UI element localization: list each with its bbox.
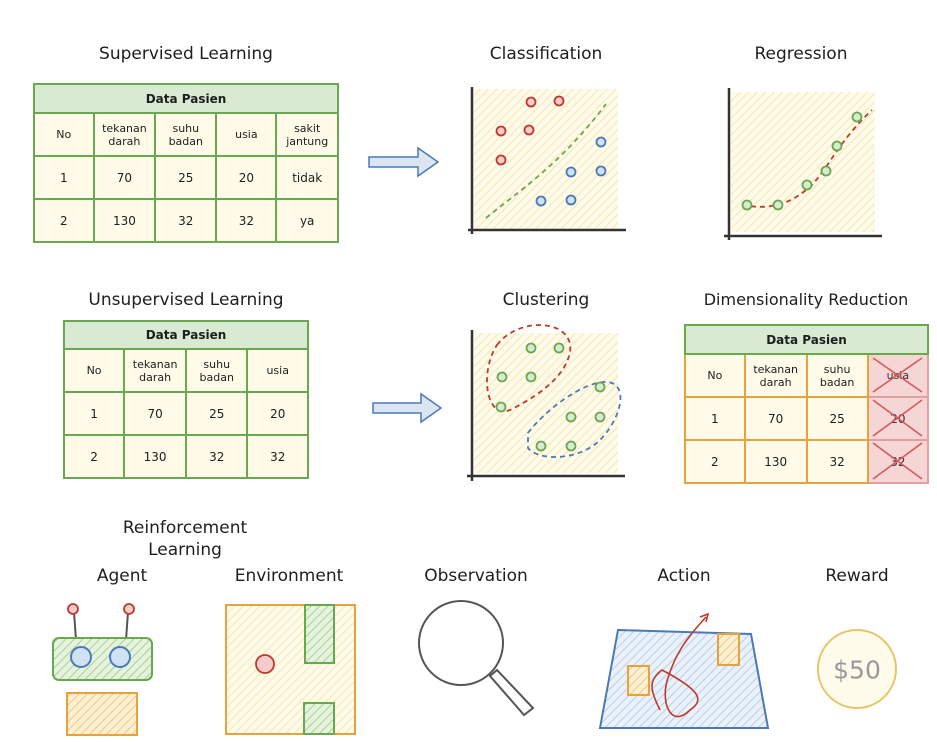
table-header-removed: usia	[866, 353, 930, 398]
reward-value: $50	[833, 655, 881, 685]
table-cell: 32	[215, 198, 278, 243]
table-row: 1 70 25 20 tidak	[33, 155, 339, 200]
label-reward: Reward	[825, 566, 889, 586]
table-header: sakit jantung	[275, 112, 339, 157]
table-supervised: Data Pasien No tekanan darah suhu badan …	[33, 83, 339, 243]
table-title: Data Pasien	[33, 83, 339, 114]
table-dimensionality-reduction: Data Pasien No tekanan darah suhu badan …	[684, 324, 930, 484]
table-header: No	[62, 348, 126, 393]
title-reinforcement-learning: Reinforcement Learning	[122, 518, 248, 560]
table-cell: 32	[185, 434, 249, 479]
table-cell: 32	[805, 439, 869, 484]
table-cell: 32	[154, 198, 218, 243]
table-header: tekanan darah	[92, 112, 157, 157]
table-row: 1 70 25 20	[62, 391, 309, 436]
table-row: 1 70 25 20	[684, 396, 930, 441]
table-unsupervised: Data Pasien No tekanan darah suhu badan …	[62, 320, 309, 479]
magnifier-icon	[418, 600, 535, 717]
table-cell: 25	[185, 391, 249, 436]
table-cell: 25	[154, 155, 218, 200]
table-cell: tidak	[275, 155, 339, 200]
agent-robot-icon	[52, 603, 153, 736]
table-cell: 70	[92, 155, 157, 200]
table-header: suhu badan	[805, 353, 869, 398]
table-cell: 20	[215, 155, 278, 200]
label-environment: Environment	[234, 566, 344, 586]
table-header: suhu badan	[154, 112, 218, 157]
table-header: No	[33, 112, 95, 157]
table-cell: ya	[275, 198, 339, 243]
title-supervised-learning: Supervised Learning	[99, 44, 273, 64]
classification-plot	[468, 87, 626, 234]
clustering-plot	[467, 324, 625, 481]
table-cell: 130	[92, 198, 157, 243]
arrow-right-icon	[372, 392, 443, 424]
label-agent: Agent	[96, 566, 148, 586]
title-dimensionality-reduction: Dimensionality Reduction	[703, 290, 909, 309]
table-header: suhu badan	[185, 348, 249, 393]
table-cell: 1	[62, 391, 126, 436]
table-cell: 130	[123, 434, 188, 479]
table-cell: 1	[33, 155, 95, 200]
title-unsupervised-learning: Unsupervised Learning	[88, 290, 284, 310]
title-regression: Regression	[754, 44, 848, 64]
regression-plot	[724, 88, 882, 240]
table-title: Data Pasien	[684, 324, 929, 355]
table-cell: 1	[684, 396, 746, 441]
table-cell-removed: 32	[866, 439, 930, 484]
table-cell: 130	[743, 439, 808, 484]
table-cell: 70	[743, 396, 808, 441]
table-row: 2 130 32 32	[62, 434, 309, 479]
table-row: 2 130 32 32	[684, 439, 930, 484]
label-action: Action	[657, 566, 711, 586]
table-cell: 2	[684, 439, 746, 484]
table-cell: 2	[33, 198, 95, 243]
coin-icon	[817, 629, 897, 709]
table-header: usia	[215, 112, 278, 157]
action-icon	[598, 612, 770, 729]
table-title: Data Pasien	[63, 320, 309, 350]
table-cell: 20	[246, 391, 309, 436]
title-classification: Classification	[489, 44, 603, 64]
environment-icon	[225, 604, 356, 735]
table-row: 2 130 32 32 ya	[33, 198, 339, 243]
table-cell: 2	[62, 434, 126, 479]
table-header: usia	[246, 348, 309, 393]
label-observation: Observation	[424, 566, 528, 586]
table-header: tekanan darah	[743, 353, 808, 398]
title-clustering: Clustering	[502, 290, 590, 310]
table-header: tekanan darah	[123, 348, 188, 393]
table-header: No	[684, 353, 746, 398]
table-cell: 25	[805, 396, 869, 441]
arrow-right-icon	[368, 146, 440, 178]
table-cell-removed: 20	[866, 396, 930, 441]
table-cell: 70	[123, 391, 188, 436]
table-cell: 32	[246, 434, 309, 479]
